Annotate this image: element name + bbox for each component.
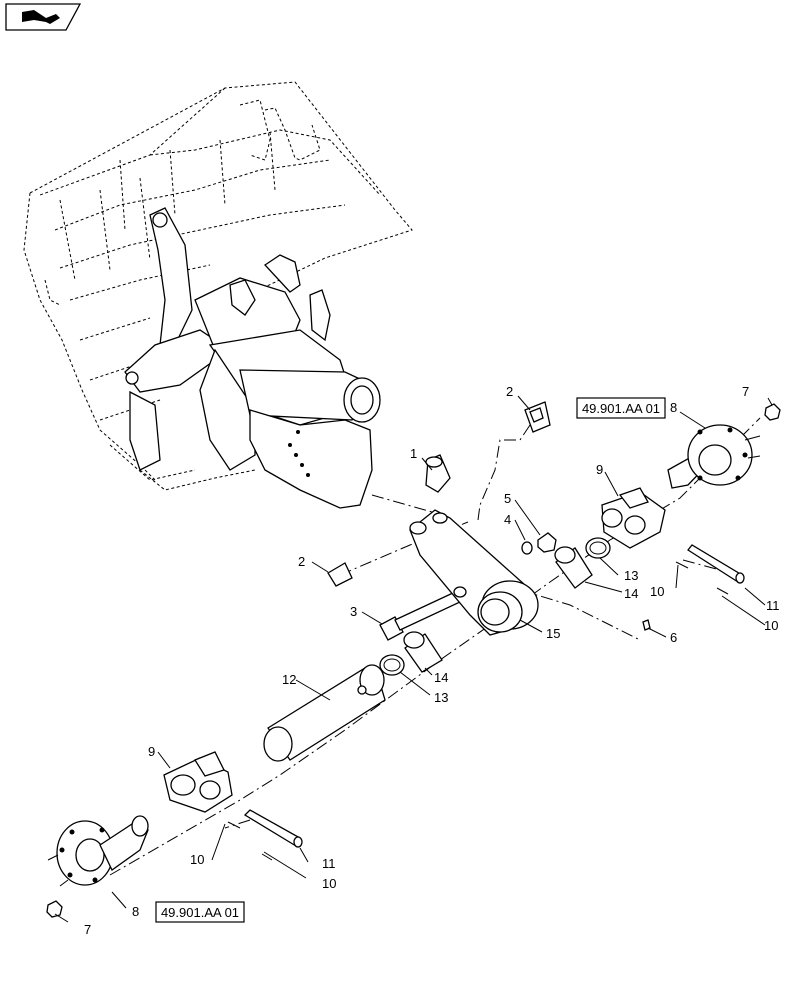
callout-9-bottom: 9: [148, 744, 155, 759]
callout-7-top: 7: [742, 384, 749, 399]
part-bolt-top: [524, 401, 551, 433]
callout-12: 12: [282, 672, 296, 687]
part-hub-nut-top: [764, 403, 781, 421]
callout-2-left: 2: [298, 554, 305, 569]
part-bushing-top: [554, 546, 593, 589]
callout-4: 4: [504, 512, 511, 527]
callout-15: 15: [546, 626, 560, 641]
callout-14-top: 14: [624, 586, 638, 601]
part-hub-nut-bottom: [46, 900, 63, 918]
ref-box-top[interactable]: 49.901.AA 01: [576, 397, 666, 419]
part-hub-bottom: [47, 815, 149, 887]
callout-10-bottom-left: 10: [190, 852, 204, 867]
part-link-arm: [409, 509, 539, 636]
ref-box-bottom-text: 49.901.AA 01: [161, 905, 239, 920]
part-ring-bottom: [379, 654, 405, 676]
part-nut: [537, 532, 557, 553]
mount-bracket-assembly: [124, 207, 381, 509]
part-hub-top: [667, 424, 761, 489]
part-small-screw: [642, 619, 651, 631]
callout-8-bottom: 8: [132, 904, 139, 919]
callout-3: 3: [350, 604, 357, 619]
part-sleeve: [425, 454, 451, 493]
callout-11-bottom: 11: [322, 856, 336, 871]
callouts: 1 2 2 3 4 5 6 7 7 8 8 9 9 10 10 10 10 11…: [84, 384, 780, 937]
callout-7-bottom: 7: [84, 922, 91, 937]
part-bushing-bottom: [403, 631, 443, 673]
part-clamp-top: [601, 487, 666, 549]
ref-box-top-text: 49.901.AA 01: [582, 401, 660, 416]
callout-14-bottom: 14: [434, 670, 448, 685]
part-bolt-left: [327, 562, 353, 587]
frame-outline: [23, 81, 413, 481]
callout-10-top-right: 10: [764, 618, 778, 633]
part-pin-top: [687, 544, 745, 584]
part-washer: [521, 541, 533, 555]
callout-6: 6: [670, 630, 677, 645]
leader-lines: [54, 395, 773, 923]
callout-13-top: 13: [624, 568, 638, 583]
callout-1: 1: [410, 446, 417, 461]
callout-10-bottom-right: 10: [322, 876, 336, 891]
book-page-icon[interactable]: [5, 3, 82, 31]
callout-11-top: 11: [766, 598, 780, 613]
part-cotter-bottom: [227, 821, 273, 861]
ref-box-bottom[interactable]: 49.901.AA 01: [155, 901, 245, 923]
callout-2-top: 2: [506, 384, 513, 399]
part-shaft: [263, 664, 386, 762]
callout-13-bottom: 13: [434, 690, 448, 705]
part-cotter-top: [675, 561, 729, 595]
callout-8-top: 8: [670, 400, 677, 415]
part-ring-top: [585, 537, 611, 559]
callout-10-top-left: 10: [650, 584, 664, 599]
callout-5: 5: [504, 491, 511, 506]
part-long-bolt: [379, 591, 461, 641]
callout-9-top: 9: [596, 462, 603, 477]
part-clamp-bottom: [163, 751, 233, 813]
part-pin-bottom: [243, 809, 303, 848]
